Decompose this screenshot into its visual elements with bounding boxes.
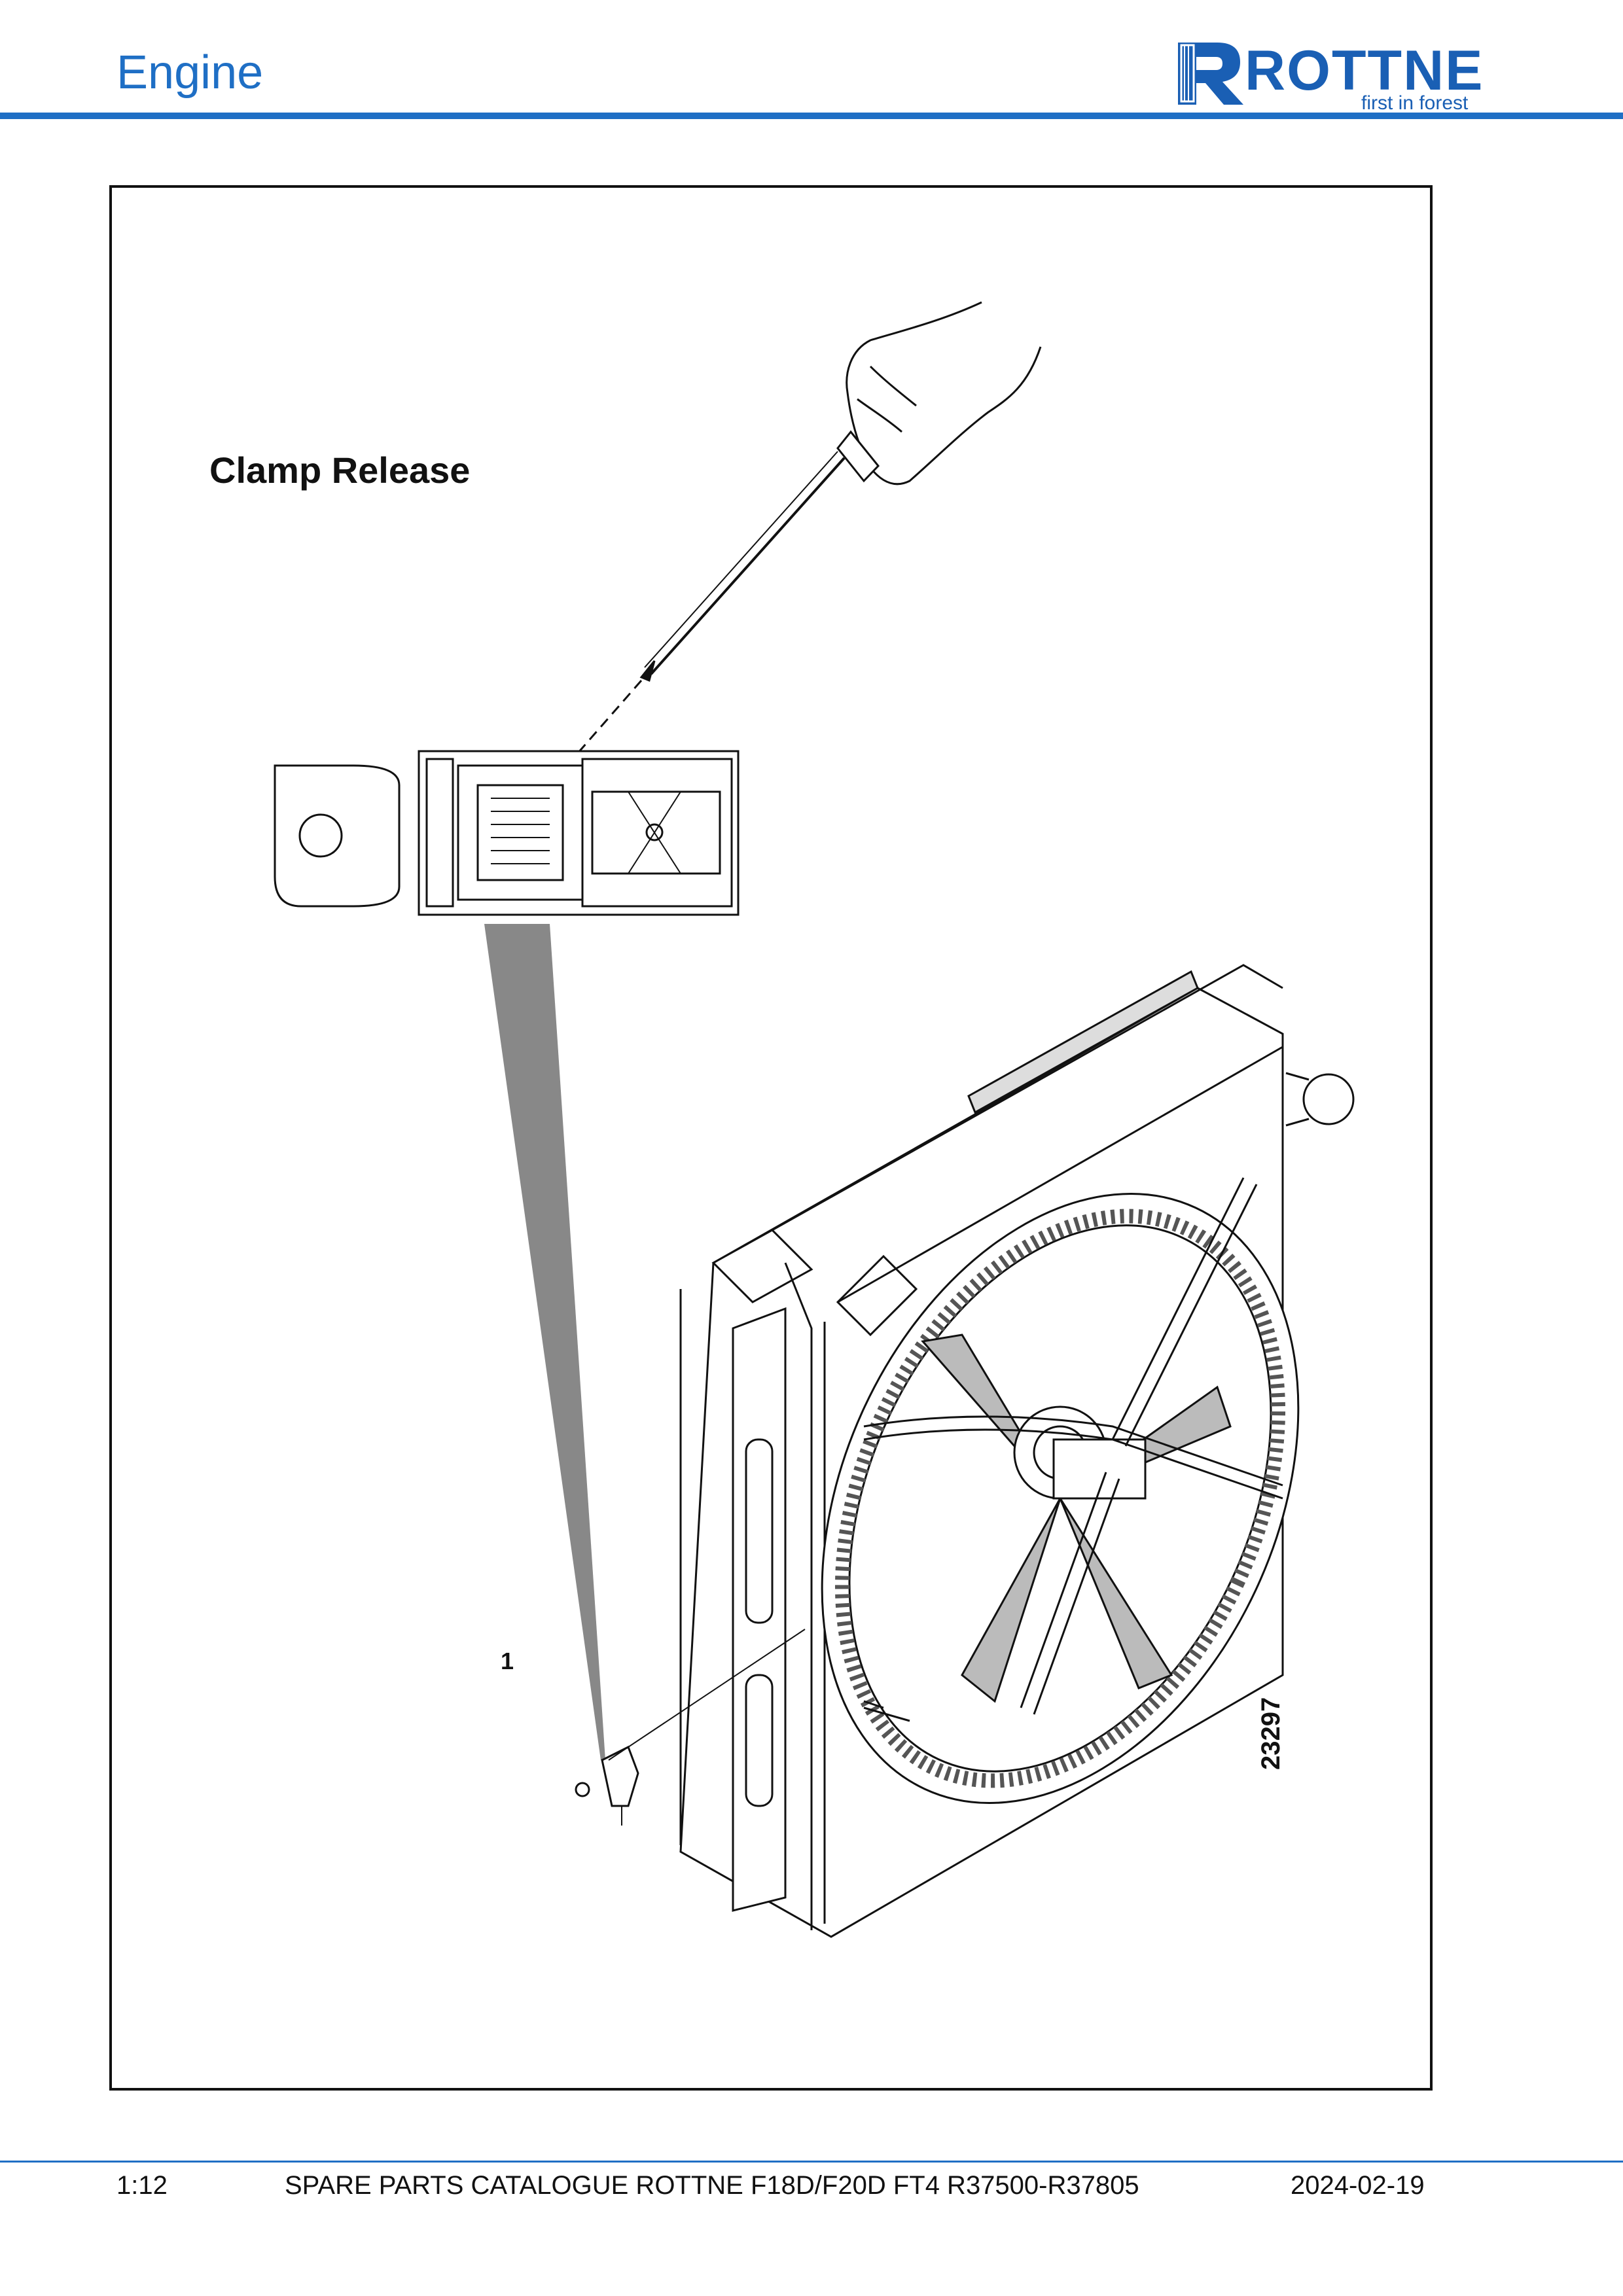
- part-callout-number: 1: [501, 1648, 514, 1674]
- footer-rule: [0, 2161, 1623, 2163]
- header-rule: [0, 113, 1623, 119]
- brand-name: ROTTNE: [1245, 39, 1484, 102]
- rottne-logo: ROTTNE first in forest: [1171, 36, 1512, 114]
- figure-frame: [109, 185, 1433, 2091]
- catalogue-title: SPARE PARTS CATALOGUE ROTTNE F18D/F20D F…: [285, 2171, 1139, 2200]
- catalogue-date: 2024-02-19: [1291, 2171, 1425, 2200]
- hand-screwdriver-icon: [639, 301, 1042, 682]
- page-number: 1:12: [116, 2171, 168, 2200]
- figure-number: 23297: [1257, 1697, 1285, 1770]
- fan-icon: [821, 1177, 1300, 1804]
- page-title: Engine: [116, 46, 264, 99]
- magnify-cone: [484, 924, 605, 1760]
- logo-mark-icon: [1178, 43, 1243, 105]
- clamp-detail-icon: [274, 750, 740, 916]
- clamp-release-label: Clamp Release: [209, 450, 471, 491]
- brand-tagline: first in forest: [1361, 92, 1469, 114]
- clamp-part-icon: [575, 1629, 806, 1826]
- guide-dashed-line: [548, 680, 643, 786]
